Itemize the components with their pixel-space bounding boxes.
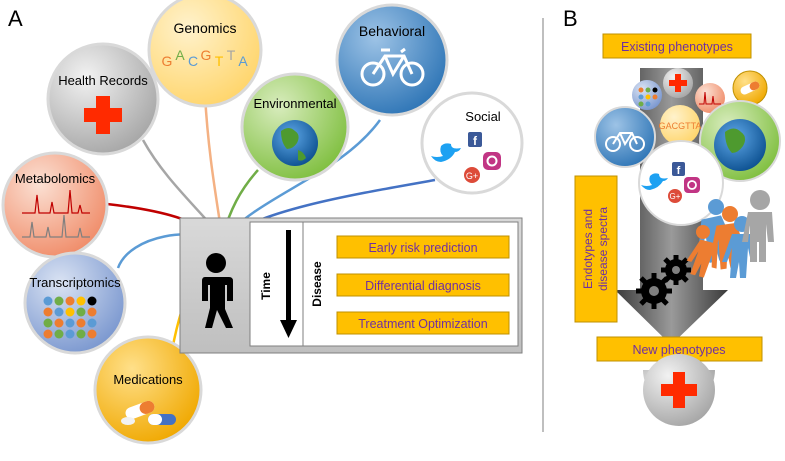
bicycle-icon: [605, 132, 645, 152]
genomics-circle: Genomics G A C G T T A: [147, 0, 263, 108]
endotypes-label-box: Endotypes and disease spectra: [574, 175, 618, 323]
transcriptomics-label: Transcriptomics: [29, 275, 121, 290]
svg-text:Endotypes and: Endotypes and: [581, 209, 595, 289]
mini-health-records: [663, 68, 693, 98]
instagram-icon: [483, 152, 501, 170]
instagram-icon: [684, 177, 700, 193]
facebook-icon: [672, 162, 685, 176]
medications-label: Medications: [113, 372, 183, 387]
health-records-circle: Health Records: [46, 42, 160, 156]
svg-text:G: G: [201, 47, 212, 63]
outcome-differential-diagnosis: Differential diagnosis: [336, 273, 510, 297]
svg-text:New phenotypes: New phenotypes: [632, 343, 725, 357]
svg-text:T: T: [227, 47, 236, 63]
people-crowd-icon: [686, 190, 774, 278]
red-spectrum: [22, 189, 90, 214]
outcome-early-risk: Early risk prediction: [336, 235, 510, 259]
svg-text:C: C: [188, 53, 198, 69]
time-panel: [249, 221, 304, 347]
new-phenotypes-box: New phenotypes: [596, 336, 763, 362]
svg-text:G+: G+: [466, 171, 478, 181]
mini-environmental: [699, 100, 781, 182]
gear-icon: [636, 273, 672, 309]
mini-medications: [732, 70, 768, 106]
bicycle-icon: [360, 47, 425, 87]
red-cross-icon: [669, 74, 687, 92]
svg-text:f: f: [677, 165, 681, 177]
time-label: Time: [259, 272, 273, 300]
social-label: Social: [465, 109, 501, 124]
svg-text:Early risk prediction: Early risk prediction: [368, 241, 477, 255]
svg-text:GACGTTA: GACGTTA: [659, 121, 702, 131]
health-records-label: Health Records: [58, 73, 148, 88]
metabolomics-label: Metabolomics: [15, 171, 96, 186]
environmental-label: Environmental: [253, 96, 336, 111]
panel-b-letter: B: [563, 6, 578, 31]
genomics-label: Genomics: [173, 20, 236, 36]
outcome-treatment-optimization: Treatment Optimization: [336, 311, 510, 335]
red-cross-icon: [84, 96, 122, 134]
transcriptomics-circle: Transcriptomics: [23, 251, 127, 355]
gear-icon: [661, 255, 691, 285]
pills-icon: [121, 400, 176, 425]
mini-social: f G+: [638, 140, 724, 226]
svg-text:f: f: [473, 134, 478, 148]
svg-text:T: T: [215, 53, 224, 69]
mini-genomics: GACGTTA: [659, 105, 702, 145]
svg-text:A: A: [175, 47, 185, 63]
svg-text:Differential diagnosis: Differential diagnosis: [365, 279, 481, 293]
expression-dot-grid: [43, 296, 97, 339]
globe-icon: [272, 120, 318, 166]
mini-behavioral: [594, 106, 656, 168]
red-cross-icon: [661, 372, 697, 408]
genomics-connector: [203, 94, 224, 237]
medications-circle: Medications: [93, 335, 203, 445]
svg-text:disease spectra: disease spectra: [596, 207, 610, 291]
google-plus-icon: [464, 167, 480, 183]
google-plus-icon: [668, 189, 682, 203]
svg-text:Treatment Optimization: Treatment Optimization: [358, 317, 487, 331]
time-arrow: [280, 230, 297, 338]
metabolomics-circle: Metabolomics: [1, 151, 109, 259]
mini-metabolomics: [695, 83, 725, 113]
environmental-circle: Environmental: [240, 72, 350, 182]
existing-phenotypes-box: Existing phenotypes: [602, 33, 752, 59]
mini-transcriptomics: [632, 80, 662, 110]
twitter-icon: [641, 173, 668, 190]
facebook-icon: [468, 132, 482, 147]
behavioral-label: Behavioral: [359, 23, 425, 39]
twitter-icon: [431, 143, 461, 162]
dna-sequence: G A C G T T A: [162, 47, 249, 69]
social-circle: Social f G+: [420, 91, 524, 195]
behavioral-circle: Behavioral: [335, 3, 449, 117]
disease-label: Disease: [310, 261, 324, 307]
gray-spectrum: [22, 214, 90, 238]
panel-a-letter: A: [8, 6, 23, 31]
new-phenotype-circle: [643, 354, 715, 426]
svg-text:G+: G+: [670, 192, 681, 201]
person-icon: [202, 253, 233, 328]
svg-text:A: A: [238, 53, 248, 69]
svg-text:Existing phenotypes: Existing phenotypes: [621, 40, 733, 54]
svg-text:G: G: [162, 53, 173, 69]
